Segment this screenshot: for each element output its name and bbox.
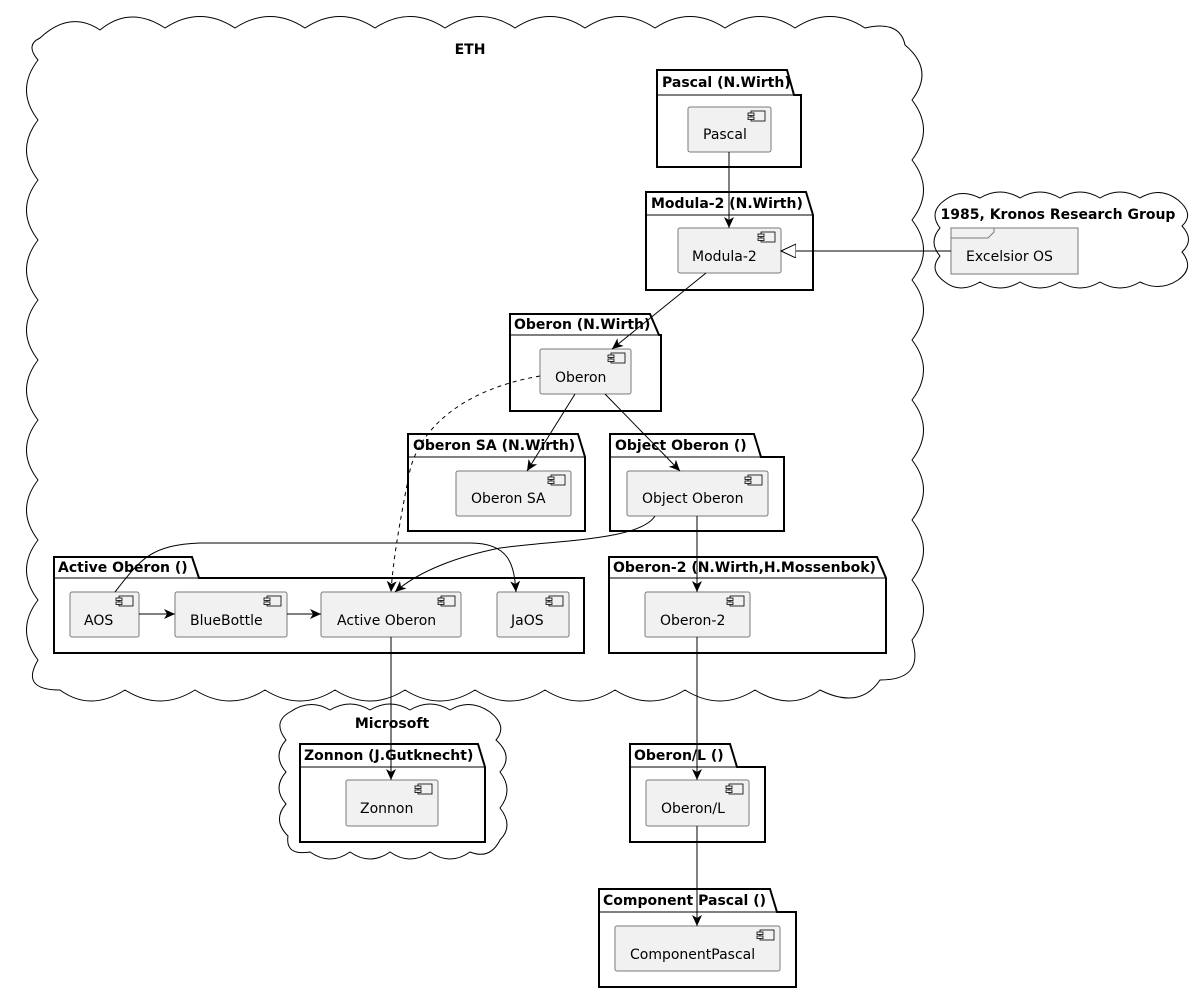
component-active-oberon-label: Active Oberon: [337, 613, 436, 629]
component-component-pascal: ComponentPascal: [614, 925, 781, 972]
package-oberon-l-label: Oberon/L (): [634, 748, 724, 764]
package-oberon-label: Oberon (N.Wirth): [514, 317, 650, 333]
component-object-oberon: Object Oberon: [626, 470, 769, 517]
component-oberon2-label: Oberon-2: [660, 613, 725, 629]
component-jaos-label: JaOS: [510, 613, 544, 629]
edge-oberon-to-object-oberon: [604, 393, 681, 472]
component-icon: [726, 595, 745, 607]
component-object-oberon-label: Object Oberon: [642, 491, 743, 507]
component-oberon2: Oberon-2: [644, 591, 751, 638]
component-oberon-label: Oberon: [555, 370, 606, 386]
package-pascal-label: Pascal (N.Wirth): [662, 75, 791, 91]
component-oberon-l-label: Oberon/L: [661, 801, 725, 817]
package-component-pascal-label: Component Pascal (): [603, 893, 766, 909]
frame-excelsior-os: Excelsior OS: [950, 227, 1079, 275]
frame-excelsior-os-label: Excelsior OS: [966, 249, 1053, 265]
package-active-oberon-label: Active Oberon (): [58, 560, 188, 576]
component-jaos: JaOS: [496, 591, 570, 638]
package-object-oberon-label: Object Oberon (): [615, 438, 747, 454]
component-icon: [607, 352, 626, 364]
package-modula2-label: Modula-2 (N.Wirth): [651, 196, 803, 212]
component-pascal: Pascal: [687, 106, 772, 153]
component-aos: AOS: [69, 591, 140, 638]
eth-cloud-label: ETH: [455, 42, 486, 58]
component-oberon-l: Oberon/L: [645, 779, 750, 827]
component-active-oberon: Active Oberon: [320, 591, 462, 638]
component-modula2-label: Modula-2: [692, 249, 757, 265]
component-icon: [263, 595, 282, 607]
component-icon: [437, 595, 456, 607]
kronos-cloud-label: 1985, Kronos Research Group: [941, 207, 1176, 223]
component-icon: [744, 474, 763, 486]
edge-oberon-to-oberon-sa: [526, 393, 576, 472]
package-zonnon-label: Zonnon (J.Gutknecht): [304, 748, 473, 764]
component-pascal-label: Pascal: [703, 127, 747, 143]
component-icon: [545, 595, 564, 607]
edge-aos-to-jaos: [114, 542, 521, 593]
component-aos-label: AOS: [84, 613, 113, 629]
edge-oberon-to-active-oberon: [386, 375, 541, 593]
component-zonnon-label: Zonnon: [360, 801, 413, 817]
component-zonnon: Zonnon: [345, 779, 439, 827]
component-icon: [747, 110, 766, 122]
component-oberon: Oberon: [539, 348, 632, 395]
edge-object-oberon-to-active-oberon: [394, 515, 656, 593]
component-icon: [725, 783, 744, 795]
component-icon: [756, 929, 775, 941]
microsoft-cloud-label: Microsoft: [355, 716, 430, 732]
component-icon: [414, 783, 433, 795]
component-icon: [757, 231, 776, 243]
component-oberon-sa: Oberon SA: [455, 470, 572, 517]
component-icon: [547, 474, 566, 486]
component-icon: [115, 595, 134, 607]
package-oberon2-label: Oberon-2 (N.Wirth,H.Mossenbok): [613, 560, 876, 576]
package-oberon-sa-label: Oberon SA (N.Wirth): [413, 438, 575, 454]
edge-modula2-to-oberon: [611, 272, 707, 350]
component-component-pascal-label: ComponentPascal: [630, 947, 755, 963]
component-modula2: Modula-2: [677, 227, 782, 274]
component-bluebottle: BlueBottle: [174, 591, 288, 638]
component-bluebottle-label: BlueBottle: [190, 613, 263, 629]
component-oberon-sa-label: Oberon SA: [471, 491, 546, 507]
